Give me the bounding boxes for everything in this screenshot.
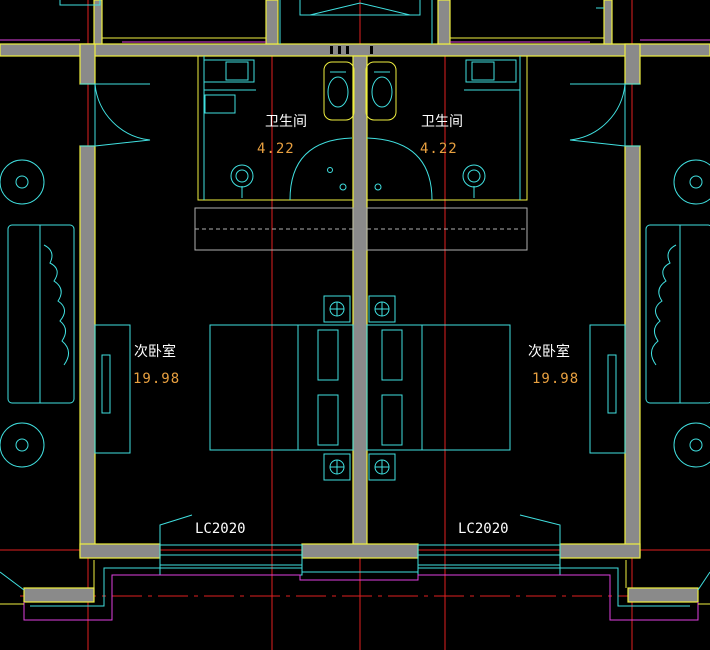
bathroom-right <box>366 55 528 201</box>
upper-lines <box>0 0 710 44</box>
desk <box>94 324 626 454</box>
bed-left <box>209 295 354 481</box>
bathroom-left <box>197 55 354 201</box>
plant-icon <box>0 159 45 205</box>
wall-corner <box>627 587 699 603</box>
window-code-right: LC2020 <box>458 521 509 537</box>
toilet-bowl <box>327 71 393 108</box>
wall-upper <box>265 0 279 45</box>
wall-upper <box>437 0 451 45</box>
basin-icon <box>462 164 486 188</box>
room-area-bath-left: 4.22 <box>257 141 295 157</box>
wall-upper <box>603 0 613 45</box>
room-area-bed-right: 19.98 <box>532 371 580 387</box>
wall-bottom <box>301 543 419 559</box>
toilet-icon <box>323 61 397 121</box>
wall-right-outer <box>624 145 641 557</box>
wall-center <box>352 55 368 547</box>
plant-icon <box>673 159 710 205</box>
window-code-left: LC2020 <box>195 521 246 537</box>
sofa-right <box>645 159 710 468</box>
wall-corner <box>23 587 95 603</box>
facade-lines <box>0 560 710 621</box>
room-area-bed-left: 19.98 <box>133 371 181 387</box>
wall-upper <box>93 0 103 45</box>
room-name-bed-left: 次卧室 <box>134 344 176 360</box>
wardrobe <box>194 207 528 251</box>
room-name-bed-right: 次卧室 <box>528 344 570 360</box>
bed-right <box>366 295 511 481</box>
wall-right-outer <box>624 43 641 85</box>
room-name-bath-right: 卫生间 <box>421 114 463 130</box>
wall-left-outer <box>79 43 96 85</box>
plant-icon <box>0 422 45 468</box>
wall-bottom <box>79 543 161 559</box>
wall-bottom <box>559 543 641 559</box>
plant-icon <box>673 422 710 468</box>
basin-icon <box>230 164 254 188</box>
room-name-bath-left: 卫生间 <box>265 114 307 130</box>
walls <box>0 0 710 603</box>
wall-left-outer <box>79 145 96 557</box>
door-swing <box>80 83 640 147</box>
wall-top <box>0 43 710 57</box>
room-area-bath-right: 4.22 <box>420 141 458 157</box>
sofa-left <box>0 159 75 468</box>
